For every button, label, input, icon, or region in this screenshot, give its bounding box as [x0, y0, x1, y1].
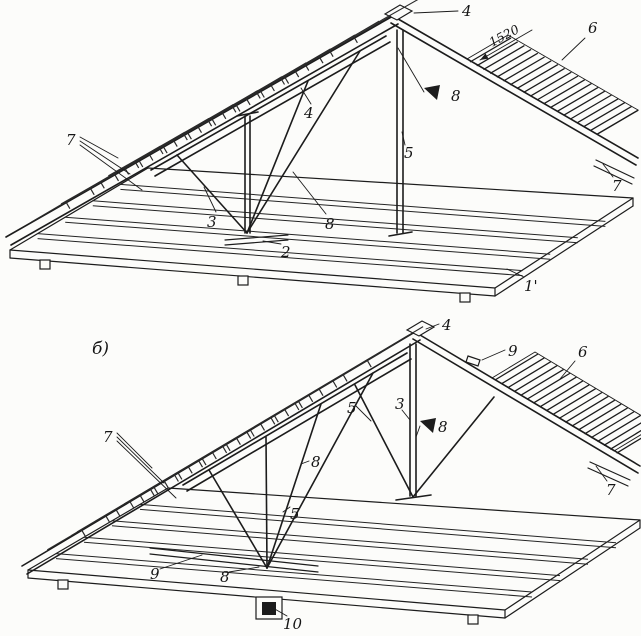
callout-tie-top-b: 9 — [481, 342, 518, 361]
callout-ridge-purlin: 4 — [413, 2, 472, 20]
callout-strut: 3 — [203, 186, 217, 231]
label-strut-upper-b: 5 — [347, 399, 357, 417]
right-rafter-b — [412, 331, 641, 474]
ridge-beam-end — [383, 4, 414, 21]
rafter-tick-row-b2 — [115, 380, 338, 517]
label-strut-lower-b: 5 — [290, 505, 300, 523]
label-side-purlin: 4 — [303, 104, 314, 122]
callout-anchor-b: 10 — [272, 607, 303, 633]
attic-floor-slab — [9, 167, 634, 297]
slab-joint-lines — [37, 183, 606, 272]
left-rafter-b — [21, 331, 421, 575]
label-tie-top: 8 — [451, 87, 461, 105]
slab-rib-notches-b — [57, 579, 479, 625]
label-post: 5 — [404, 144, 414, 162]
label-eaves-b: 7 — [606, 481, 616, 499]
intermediate-rafters — [60, 0, 419, 205]
label-slab-panel: 1' — [524, 277, 538, 295]
ridge-post — [388, 29, 413, 237]
slab-rib-notches — [39, 259, 471, 303]
slab-joint-lines-lower — [37, 188, 606, 277]
callout-side-purlin: 4 — [300, 87, 314, 122]
figure-b-caption: б) — [92, 339, 109, 359]
callout-strut-lower-b: 5 — [282, 505, 300, 523]
callout-post: 5 — [401, 131, 414, 162]
callout-tie-top: 8 — [397, 47, 461, 105]
callout-tie-right-b: 8 — [415, 418, 448, 438]
callout-eaves: 7 — [602, 163, 622, 195]
fan-struts-b — [208, 372, 374, 569]
side-purlin — [150, 35, 391, 177]
label-sill-b: 9 — [150, 565, 160, 583]
center-post — [236, 111, 259, 234]
label-brace-bottom-b: 8 — [220, 568, 230, 586]
label-tie-top-b: 9 — [508, 342, 518, 360]
side-purlin-b — [182, 352, 412, 492]
rafter-tick-row-b3 — [149, 359, 372, 497]
label-eaves: 7 — [612, 177, 622, 195]
callout-sheathing-b: 6 — [559, 343, 588, 380]
sheathing-patch — [466, 34, 639, 135]
rafter-tick-row-b1 — [80, 400, 303, 537]
mauerlat-right — [593, 159, 635, 185]
label-sheathing: 6 — [588, 19, 598, 37]
side-struts-b — [354, 384, 495, 498]
rafter-tick-row-1 — [65, 76, 290, 210]
intermediate-rafters-b — [76, 326, 424, 533]
label-ridge-purlin: 4 — [461, 2, 472, 20]
label-battens: 7 — [66, 131, 76, 149]
figure-a: 4 1520 6 8 4 5 7 — [5, 0, 639, 303]
wire-tie-mark — [465, 355, 481, 367]
left-rafter — [5, 15, 399, 246]
sill-plate — [224, 234, 289, 246]
label-anchor-b: 10 — [283, 615, 303, 633]
figure-b: б) — [21, 316, 641, 633]
callout-battens: 7 — [66, 131, 143, 191]
label-ridge-purlin-b: 4 — [441, 316, 452, 334]
sill-beam-b — [149, 547, 319, 573]
label-brace: 8 — [325, 215, 335, 233]
label-battens-b: 7 — [103, 428, 113, 446]
dimension-1520: 1520 — [479, 21, 533, 61]
rafter-tick-row-2 — [99, 55, 324, 189]
label-spacing: 1520 — [486, 21, 521, 49]
label-strut: 3 — [207, 213, 217, 231]
callout-sill-b: 9 — [150, 554, 203, 583]
callout-eaves-b: 7 — [595, 465, 616, 499]
sheathing-patch-b — [491, 351, 641, 454]
fan-struts — [176, 50, 361, 234]
slab-joint-lines-b — [55, 503, 617, 593]
anchor-detail — [255, 596, 283, 620]
callout-sheathing: 6 — [561, 19, 598, 61]
label-support: 2 — [280, 243, 291, 261]
callout-support: 2 — [262, 240, 291, 261]
callout-post-b: 3 — [395, 395, 411, 421]
mauerlat-right-b — [587, 461, 631, 487]
callout-brace: 8 — [292, 171, 335, 233]
callout-battens-b: 7 — [103, 428, 177, 499]
callout-brace-mid-b: 8 — [300, 453, 321, 471]
label-post-b: 3 — [395, 395, 405, 413]
label-sheathing-b: 6 — [578, 343, 588, 361]
label-brace-mid-b: 8 — [311, 453, 321, 471]
label-tie-right-b: 8 — [438, 418, 448, 436]
callout-brace-bottom-b: 8 — [220, 566, 260, 586]
callout-slab-panel: 1' — [506, 268, 538, 295]
callout-ridge-purlin-b: 4 — [425, 316, 452, 334]
callout-strut-upper-b: 5 — [347, 399, 372, 422]
slab-joint-lines-b-lower — [55, 508, 617, 598]
